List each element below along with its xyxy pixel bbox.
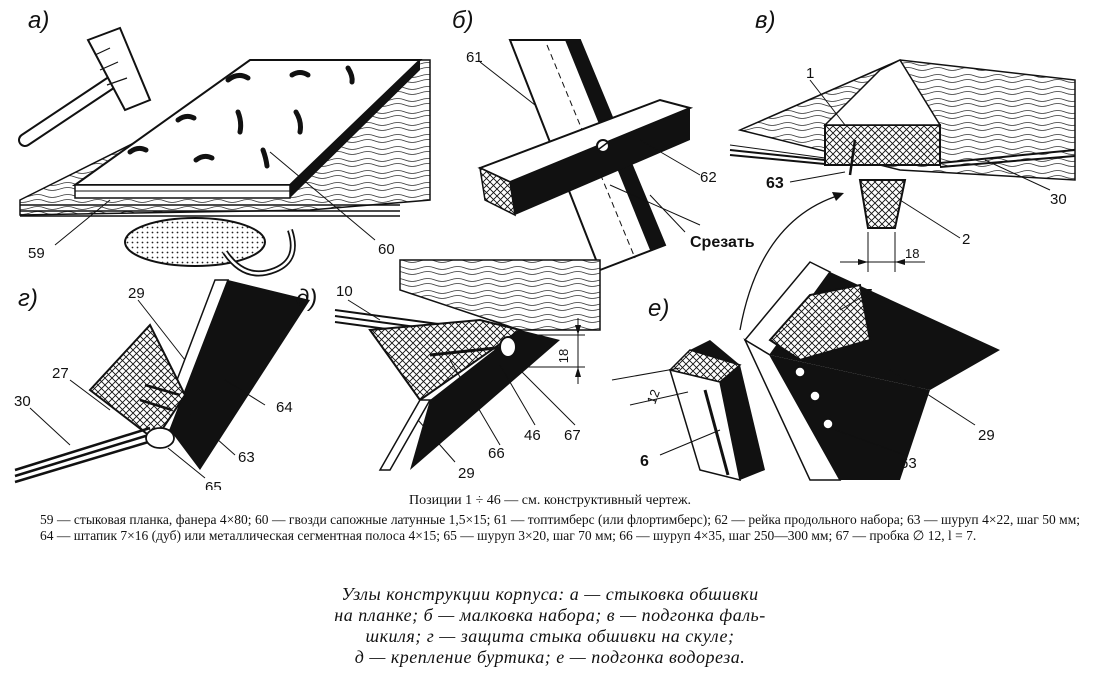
callout-5: 5 [864, 287, 873, 304]
nail-heads [127, 65, 355, 169]
figure-caption-line: шкиля; г — защита стыка обшивки на скуле… [365, 626, 735, 646]
callout-63-v: 63 [766, 175, 784, 192]
callout-30-g: 30 [14, 393, 31, 410]
legend: 59 — стыковая планка, фанера 4×80; 60 — … [40, 512, 1080, 543]
figure-caption-line: на планке; б — малковка набора; в — подг… [334, 605, 766, 625]
panel-a-letter: а) [28, 7, 49, 34]
figure-caption-line: д — крепление буртика; е — подгонка водо… [354, 647, 746, 667]
callout-10: 10 [336, 283, 353, 300]
panel-v: в) 18 1 63 30 2 [729, 7, 1076, 331]
callout-67: 67 [564, 427, 581, 444]
callout-65: 65 [205, 479, 222, 490]
callout-63-e: 63 [900, 455, 917, 472]
cut-note: Срезать [690, 234, 755, 251]
callout-62: 62 [700, 169, 717, 186]
figure-caption: Узлы конструкции корпуса: а — стыковка о… [250, 584, 850, 668]
panel-v-letter: в) [755, 7, 776, 34]
callout-60: 60 [378, 241, 395, 258]
dimension-12: 12 [644, 387, 663, 406]
caption-title: Позиции 1 ÷ 46 — см. конструктивный черт… [408, 493, 692, 508]
callout-29-e: 29 [978, 427, 995, 444]
panel-e: е) 12 5 29 6 63 [611, 261, 1000, 482]
panel-d-letter: д) [296, 285, 317, 312]
panel-a: а) [18, 7, 431, 277]
panel-g-letter: г) [18, 285, 38, 312]
callout-64: 64 [276, 399, 293, 416]
callout-29-g: 29 [128, 285, 145, 302]
panel-b: б) 61 62 Срезать [452, 7, 755, 272]
callout-29-d: 29 [458, 465, 475, 482]
callout-59: 59 [28, 245, 45, 262]
dimension-18-d: 18 [556, 349, 571, 363]
dimension-18-v: 18 [905, 246, 919, 261]
hammer [18, 26, 152, 147]
callout-30-v: 30 [1050, 191, 1067, 208]
panel-g: г) 29 27 30 64 63 65 [14, 279, 310, 490]
panel-e-letter: е) [648, 295, 669, 322]
callout-61: 61 [466, 49, 483, 66]
panel-b-letter: б) [452, 7, 474, 34]
callout-66: 66 [488, 445, 505, 462]
callout-63-g: 63 [238, 449, 255, 466]
callout-1: 1 [806, 65, 814, 82]
callout-6: 6 [640, 453, 649, 470]
panel-d: д) 18 10 66 46 67 29 [296, 259, 601, 482]
hull-joints-drawing: а) [14, 7, 1076, 490]
callout-2: 2 [962, 231, 970, 248]
callout-27: 27 [52, 365, 69, 382]
figure-caption-line: Узлы конструкции корпуса: а — стыковка о… [341, 584, 759, 604]
callout-46: 46 [524, 427, 541, 444]
